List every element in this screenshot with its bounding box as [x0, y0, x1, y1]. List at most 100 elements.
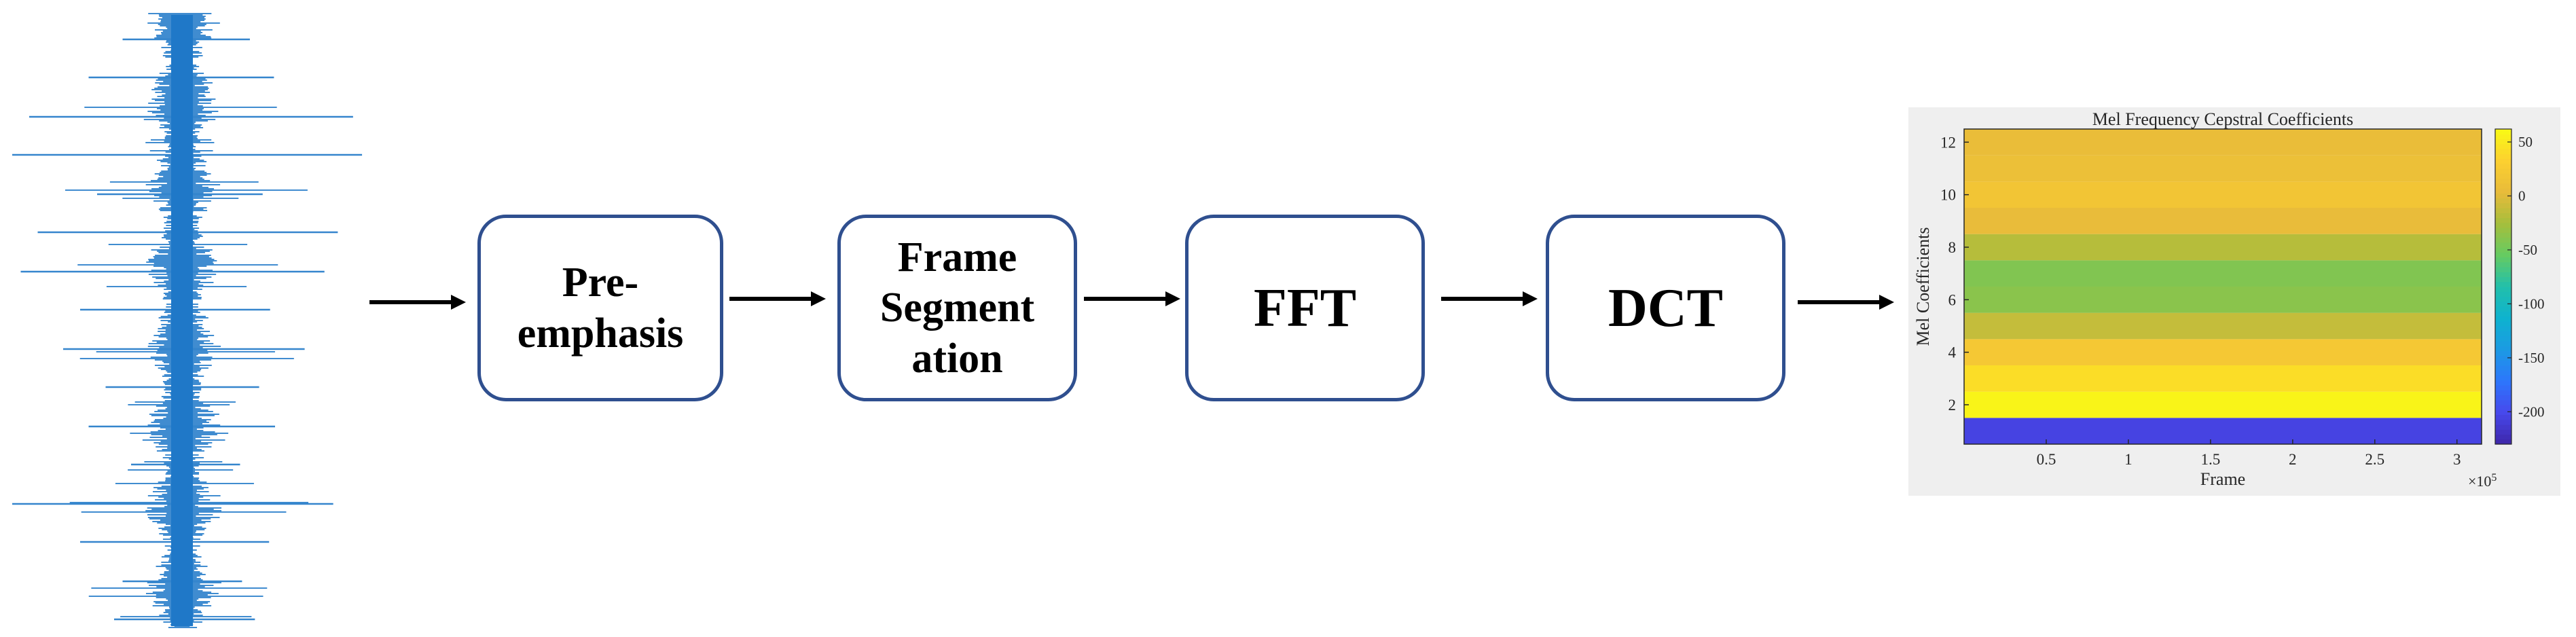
colorbar-segment [2495, 405, 2511, 410]
colorbar-segment [2495, 208, 2511, 213]
arrow-dct-to-mfcc [1798, 295, 1894, 310]
colorbar-segment [2495, 163, 2511, 169]
colorbar-segment [2495, 346, 2511, 351]
colorbar-segment [2495, 355, 2511, 361]
colorbar-tick-label: -200 [2518, 403, 2545, 420]
arrow-preemphasis-to-segmentation [729, 291, 826, 306]
x-axis-exponent-power: 5 [2491, 472, 2497, 484]
y-tick-label: 4 [1948, 344, 1957, 361]
colorbar-segment [2495, 291, 2511, 297]
colorbar-segment [2495, 321, 2511, 327]
colorbar-segment [2495, 424, 2511, 430]
colorbar-segment [2495, 252, 2511, 258]
colorbar-segment [2495, 380, 2511, 386]
colorbar-segment [2495, 326, 2511, 331]
colorbar-segment [2495, 193, 2511, 199]
heatmap-row-11 [1964, 155, 2482, 182]
colorbar-segment [2495, 390, 2511, 396]
colorbar-segment [2495, 331, 2511, 337]
waveform-lines [12, 13, 363, 628]
pre-emphasis-box: Pre- emphasis [477, 215, 723, 401]
x-tick-label: 3 [2453, 451, 2461, 468]
waveform-core [171, 15, 193, 626]
colorbar-segment [2495, 134, 2511, 140]
colorbar-segment [2495, 267, 2511, 272]
colorbar-tick-label: -50 [2518, 242, 2537, 258]
colorbar-segment [2495, 139, 2511, 145]
x-axis-label: Frame [2200, 469, 2245, 489]
x-tick-label: 2 [2289, 451, 2297, 468]
colorbar-segment [2495, 287, 2511, 292]
colorbar-segment [2495, 168, 2511, 174]
colorbar-segment [2495, 419, 2511, 425]
colorbar-tick-label: -100 [2518, 295, 2545, 312]
colorbar-segment [2495, 429, 2511, 435]
y-tick-label: 6 [1948, 291, 1957, 308]
heatmap-row-2 [1964, 391, 2482, 418]
colorbar-segment [2495, 217, 2511, 223]
colorbar-segment [2495, 129, 2511, 134]
colorbar-segment [2495, 149, 2511, 154]
colorbar-segment [2495, 360, 2511, 366]
heatmap-row-6 [1964, 287, 2482, 313]
colorbar-segment [2495, 335, 2511, 342]
colorbar-frame [2495, 128, 2512, 445]
colorbar-segment [2495, 414, 2511, 420]
frame-segmentation-label-line-2: Segment [879, 285, 1035, 331]
heatmap-row-9 [1964, 208, 2482, 234]
x-tick-label: 1.5 [2200, 451, 2220, 468]
frame-segmentation-label-line-3: ation [911, 335, 1003, 382]
colorbar-segment [2495, 276, 2511, 283]
colorbar-segment [2495, 242, 2511, 248]
colorbar-segment [2495, 311, 2511, 317]
colorbar: 500-50-100-150-200 [2495, 128, 2545, 445]
y-tick-label: 12 [1940, 134, 1956, 151]
colorbar-segment [2495, 178, 2511, 184]
arrow-fft-to-dct [1441, 291, 1538, 306]
colorbar-segment [2495, 434, 2511, 440]
colorbar-segment [2495, 188, 2511, 194]
colorbar-segment [2495, 296, 2511, 302]
y-tick-label: 10 [1940, 187, 1956, 204]
colorbar-segment [2495, 158, 2511, 164]
colorbar-segment [2495, 198, 2511, 204]
y-axis-label: Mel Coefficients [1913, 228, 1933, 346]
colorbar-segment [2495, 232, 2511, 238]
dct-label: DCT [1608, 278, 1723, 338]
fft-box: FFT [1185, 215, 1425, 401]
colorbar-segment [2495, 213, 2511, 219]
heatmap-row-7 [1964, 260, 2482, 287]
colorbar-tick-label: 50 [2518, 134, 2533, 150]
colorbar-segment [2495, 385, 2511, 390]
y-tick-label: 2 [1948, 397, 1957, 414]
x-axis-exponent: ×105 [2468, 472, 2497, 490]
colorbar-segment [2495, 410, 2511, 416]
x-tick-label: 1 [2124, 451, 2133, 468]
x-tick-label: 0.5 [2037, 451, 2056, 468]
arrow-segmentation-to-fft [1084, 291, 1180, 306]
heatmap-row-4 [1964, 339, 2482, 365]
colorbar-tick-label: 0 [2518, 188, 2526, 204]
chart-title: Mel Frequency Cepstral Coefficients [2092, 109, 2353, 129]
colorbar-segment [2495, 340, 2511, 346]
heatmap-row-1 [1964, 418, 2482, 444]
colorbar-segment [2495, 301, 2511, 307]
colorbar-segment [2495, 153, 2511, 160]
colorbar-segment [2495, 370, 2511, 376]
colorbar-segment [2495, 237, 2511, 243]
colorbar-segment [2495, 257, 2511, 263]
frame-segmentation-box: Frame Segment ation [837, 215, 1077, 401]
colorbar-segment [2495, 306, 2511, 312]
colorbar-segment [2495, 399, 2511, 405]
colorbar-segment [2495, 261, 2511, 268]
colorbar-segment [2495, 202, 2511, 208]
x-axis-exponent-base: ×10 [2468, 473, 2491, 490]
pre-emphasis-label-line-1: Pre- [562, 259, 639, 306]
colorbar-segment [2495, 272, 2511, 278]
colorbar-segment [2495, 247, 2511, 253]
colorbar-segment [2495, 365, 2511, 371]
fft-label: FFT [1253, 278, 1357, 338]
x-tick-label: 2.5 [2365, 451, 2384, 468]
